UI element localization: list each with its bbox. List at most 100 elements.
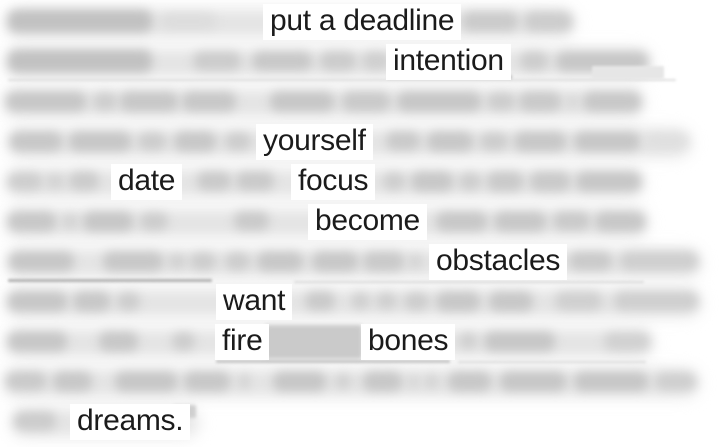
- redacted-text-blob: [576, 172, 641, 191]
- redacted-text-blob: [73, 292, 110, 311]
- redacted-text-blob: [14, 412, 56, 430]
- redacted-text-blob: [168, 254, 186, 269]
- redacted-text-blob: [620, 252, 698, 270]
- redacted-text-blob: [8, 173, 42, 190]
- redacted-text-blob: [115, 372, 177, 391]
- redacted-text-blob: [225, 253, 250, 270]
- redacted-text-blob: [655, 373, 696, 390]
- redacted-text-blob: [487, 93, 515, 110]
- redacted-text-blob: [595, 212, 645, 231]
- redacted-text-blob: [174, 132, 216, 151]
- redacted-text-blob: [363, 252, 404, 271]
- redacted-text-blob: [604, 333, 650, 350]
- redacted-text-blob: [8, 332, 67, 351]
- redacted-text-blob: [335, 374, 351, 389]
- redacted-text-blob: [555, 292, 602, 310]
- redacted-text-blob: [172, 333, 195, 350]
- poem-word-obstacles: obstacles: [429, 244, 568, 280]
- blur-artifact-line: [458, 361, 646, 363]
- redacted-text-blob: [409, 254, 422, 269]
- redacted-text-blob: [583, 92, 641, 111]
- redacted-text-blob: [553, 212, 590, 230]
- redacted-text-blob: [363, 372, 402, 391]
- poem-word-become: become: [308, 204, 427, 240]
- redacted-text-blob: [270, 92, 334, 111]
- redacted-text-blob: [480, 133, 508, 150]
- redacted-text-blob: [362, 52, 390, 70]
- redacted-text-blob: [397, 92, 481, 111]
- redacted-text-blob: [614, 292, 698, 310]
- redacted-text-blob: [459, 173, 481, 190]
- redacted-text-blob: [257, 252, 303, 271]
- redacted-text-blob: [93, 93, 117, 110]
- redacted-text-blob: [120, 92, 178, 111]
- redacted-text-blob: [520, 52, 548, 70]
- redacted-text-blob: [487, 172, 523, 191]
- blur-artifact-line: [294, 281, 644, 283]
- redacted-text-blob: [459, 333, 477, 349]
- redacted-text-blob: [494, 212, 546, 231]
- redacted-text-blob: [10, 132, 62, 151]
- poem-word-fire: fire: [215, 324, 270, 360]
- poem-word-bones: bones: [361, 324, 456, 360]
- redacted-text-blob: [342, 92, 390, 111]
- poem-word-put-a-deadline: put a deadline: [263, 4, 462, 40]
- poem-word-intention: intention: [386, 44, 511, 80]
- redacted-text-blob: [197, 172, 231, 190]
- redacted-text-blob: [234, 212, 269, 230]
- redacted-text-blob: [182, 92, 236, 111]
- redacted-text-blob: [6, 372, 46, 390]
- redacted-text-blob: [8, 212, 56, 231]
- poem-word-want: want: [216, 284, 293, 320]
- redacted-text-blob: [411, 172, 453, 191]
- redacted-text-blob: [320, 52, 356, 70]
- redacted-text-blob: [193, 52, 241, 70]
- blur-artifact-line: [216, 360, 450, 363]
- redacted-text-blob: [190, 253, 216, 270]
- poem-word-yourself: yourself: [256, 124, 373, 160]
- redacted-text-blob: [239, 374, 250, 389]
- redacted-text-blob: [252, 52, 312, 70]
- poem-word-dreams: dreams.: [70, 404, 191, 440]
- redacted-text-blob: [99, 332, 138, 351]
- redacted-text-blob: [160, 14, 216, 29]
- redacted-text-blob: [524, 12, 572, 31]
- poem-word-focus: focus: [291, 164, 376, 200]
- redacted-text-blob: [225, 133, 251, 150]
- redacted-text-blob: [273, 372, 326, 391]
- redacted-text-blob: [117, 293, 140, 310]
- redacted-text-blob: [386, 132, 420, 150]
- redacted-text-blob: [383, 173, 405, 190]
- blur-artifact-line: [592, 66, 664, 79]
- redacted-text-blob: [409, 374, 418, 389]
- redacted-text-blob: [69, 172, 99, 190]
- redacted-text-blob: [514, 132, 566, 151]
- redacted-text-blob: [462, 12, 518, 31]
- redacted-text-blob: [567, 94, 577, 109]
- redacted-text-blob: [8, 50, 152, 72]
- redacted-text-blob: [305, 292, 335, 310]
- redacted-text-blob: [404, 293, 429, 310]
- blur-artifact-line: [8, 79, 676, 81]
- redacted-text-blob: [62, 214, 78, 229]
- redacted-text-blob: [69, 132, 131, 151]
- redacted-text-blob: [574, 372, 648, 391]
- redacted-text-blob: [530, 172, 570, 191]
- redacted-text-blob: [376, 293, 397, 309]
- poem-word-date: date: [111, 164, 183, 200]
- redacted-text-blob: [8, 10, 152, 32]
- redacted-text-blob: [46, 174, 64, 189]
- redacted-text-blob: [236, 172, 274, 190]
- redacted-text-blob: [500, 372, 566, 391]
- redacted-text-blob: [645, 134, 688, 148]
- redacted-text-blob: [436, 212, 487, 231]
- redacted-text-blob: [103, 252, 163, 271]
- redacted-text-blob: [489, 292, 533, 311]
- redacted-text-blob: [425, 374, 438, 389]
- redacted-text-blob: [448, 372, 491, 391]
- redacted-text-blob: [53, 372, 92, 391]
- redacted-text-blob: [312, 252, 358, 271]
- redacted-text-blob: [427, 132, 473, 151]
- redacted-text-blob: [436, 292, 480, 311]
